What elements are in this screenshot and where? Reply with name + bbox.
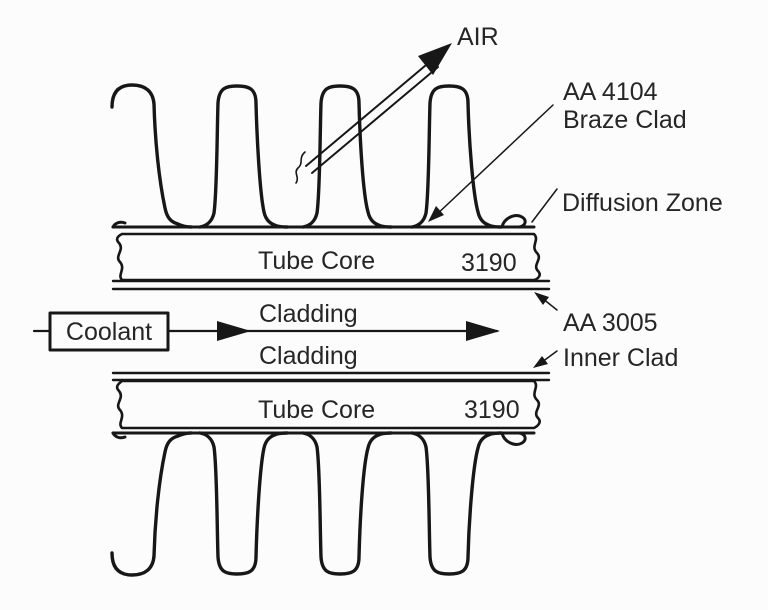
coolant-mid-arrowhead [217,321,251,341]
top-fin-hook [110,83,193,229]
bottom-fins [110,431,503,577]
upper-tube-core-label: Tube Core [258,247,375,275]
lower-core-label-mask [252,394,384,422]
inner-clad-callout: AA 3005 Inner Clad [533,292,678,372]
air-arrow-break-mark [295,151,306,184]
coolant-flow: Coolant Cladding Cladding [32,300,500,370]
inner-clad-upper-arrowhead [534,292,549,305]
air-arrowhead [418,43,452,75]
bottom-fin-2 [198,431,289,576]
cladding-top-label: Cladding [259,300,358,328]
diffusion-zone-leader-line [531,188,558,223]
air-arrow-shaft-upper-line [305,59,433,167]
top-fins [110,83,503,229]
coolant-end-arrowhead [466,321,500,341]
cladding-bottom-label: Cladding [259,342,358,370]
braze-clad-label-line2: Braze Clad [563,106,687,134]
upper-core-label-mask [252,246,384,274]
lower-tube-core-label: Tube Core [258,396,375,424]
coolant-label: Coolant [66,318,152,346]
inner-clad-lower-arrowhead [533,356,548,368]
braze-clad-leader-line [433,104,554,218]
inner-clad-label-line2: Inner Clad [563,344,678,372]
braze-clad-callout: AA 4104 Braze Clad [428,78,687,222]
upper-tube: Tube Core 3190 [111,214,551,291]
bottom-fin-hook [110,431,193,577]
upper-braze-left-tip [111,220,127,229]
upper-braze-edge-curl [500,214,527,229]
lower-alloy-label-mask [458,395,528,421]
lower-tube-core [115,379,541,430]
upper-alloy-label-mask [455,248,525,274]
braze-clad-label-line1: AA 4104 [563,78,658,106]
braze-clad-leader-arrowhead [428,206,444,222]
lower-tube: Tube Core 3190 [111,371,551,446]
air-arrow: AIR [295,23,499,184]
diffusion-zone-label: Diffusion Zone [562,189,723,217]
air-arrow-shaft-lower-line [311,66,439,174]
inner-clad-label-line1: AA 3005 [563,309,658,337]
air-label: AIR [457,23,499,51]
upper-alloy-label: 3190 [461,249,517,277]
lower-braze-edge-curl [500,431,527,446]
top-fin-4 [410,84,503,229]
top-fin-2 [198,84,289,229]
bottom-fin-3 [301,431,393,576]
top-fin-3 [301,84,393,229]
lower-braze-left-tip [111,431,127,440]
bottom-fin-4 [410,431,503,576]
diffusion-zone-callout: Diffusion Zone [531,188,723,223]
lower-alloy-label: 3190 [464,396,520,424]
